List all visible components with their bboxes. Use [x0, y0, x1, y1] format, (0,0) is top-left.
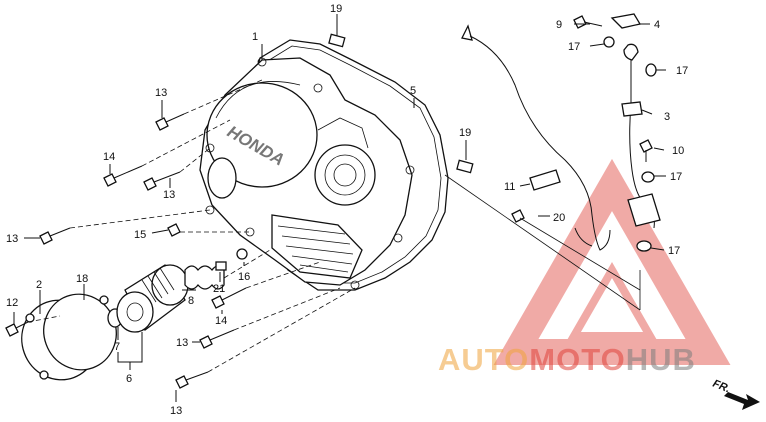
front-direction-indicator: FR. — [711, 378, 760, 410]
watermark-triangle — [493, 158, 731, 365]
watermark-text: AUTOMOTOHUB — [438, 342, 696, 377]
callout-1: 1 — [252, 31, 258, 43]
callout-13b: 13 — [163, 189, 175, 201]
oil-filter-cover — [21, 293, 117, 381]
callout-17a: 17 — [568, 41, 580, 53]
callout-20: 20 — [553, 212, 565, 224]
callout-13a: 13 — [155, 87, 167, 99]
dowel-pin-right — [456, 159, 474, 174]
front-arrow-icon — [724, 392, 760, 410]
callout-17d: 17 — [668, 245, 680, 257]
callout-14a: 14 — [103, 151, 115, 163]
crankcase-cover: HONDA — [199, 57, 415, 290]
callout-10: 10 — [672, 145, 684, 157]
callout-19b: 19 — [459, 127, 471, 139]
callout-13e: 13 — [170, 405, 182, 417]
callout-14b: 14 — [215, 315, 227, 327]
callout-16: 16 — [238, 271, 250, 283]
callout-6: 6 — [126, 373, 132, 385]
cable-harness — [461, 13, 661, 310]
watermark-part-auto: AUTO — [438, 342, 529, 377]
callout-5: 5 — [410, 85, 416, 97]
callout-3: 3 — [664, 111, 670, 123]
callout-17b: 17 — [676, 65, 688, 77]
callout-19a: 19 — [330, 3, 342, 15]
callout-13c: 13 — [6, 233, 18, 245]
dowel-pin-top — [328, 33, 346, 48]
leader-lines — [13, 14, 666, 402]
watermark-part-moto: MOTO — [529, 342, 625, 377]
callout-18: 18 — [76, 273, 88, 285]
washer-16 — [236, 248, 248, 260]
callout-4: 4 — [654, 19, 660, 31]
callout-11: 11 — [504, 181, 515, 193]
callout-12: 12 — [6, 297, 18, 309]
callout-2: 2 — [36, 279, 42, 291]
callout-labels: 1 19 5 19 13 14 13 13 15 16 21 14 13 13 … — [6, 3, 688, 417]
callout-13d: 13 — [176, 337, 188, 349]
alignment-lines — [27, 79, 641, 373]
callout-8: 8 — [188, 295, 194, 307]
plug-21 — [215, 261, 227, 271]
oil-filter — [116, 264, 189, 333]
callout-7: 7 — [114, 341, 120, 353]
svg-text:AUTOMOTOHUB: AUTOMOTOHUB — [438, 342, 696, 377]
callout-21: 21 — [213, 283, 225, 295]
callout-15: 15 — [134, 229, 146, 241]
watermark-part-hub: HUB — [626, 342, 696, 377]
filter-spring — [184, 265, 225, 290]
callout-17c: 17 — [670, 171, 682, 183]
callout-9: 9 — [556, 19, 562, 31]
